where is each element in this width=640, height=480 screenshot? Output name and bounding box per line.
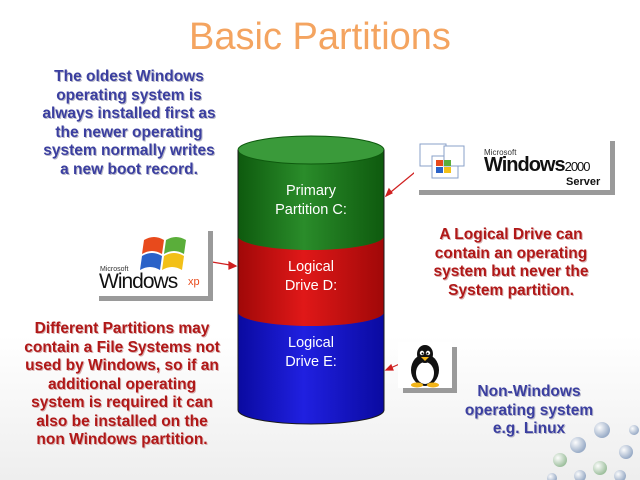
callout-non-windows: Non-Windows operating system e.g. Linux xyxy=(448,383,610,439)
callout-line: e.g. Linux xyxy=(492,420,566,437)
callout-line: system but never the xyxy=(433,263,589,280)
logo-version: xp xyxy=(188,276,200,288)
segment-partition-c xyxy=(238,150,384,250)
logo-big-text: Windows2000 xyxy=(484,154,591,177)
callout-line: also be installed on the xyxy=(36,412,208,430)
callout-line: operating system is xyxy=(56,86,202,104)
windows-2000-server-logo: Microsoft Windows2000 Server xyxy=(414,136,610,190)
label-partition-c: Primary Partition C: xyxy=(238,182,384,220)
label-drive-d: Logical Drive D: xyxy=(238,258,384,296)
label-line: Partition C: xyxy=(275,202,347,218)
label-line: Primary xyxy=(286,183,336,199)
callout-line: a new boot record. xyxy=(60,160,198,178)
decorative-bubbles xyxy=(547,422,639,480)
callout-line: operating system xyxy=(464,401,594,419)
segment-drive-d xyxy=(238,236,384,326)
callout-line: used by Windows, so if an xyxy=(25,357,219,374)
windows-xp-flag-icon xyxy=(140,237,186,270)
callout-line: Non-Windows xyxy=(477,383,581,400)
callout-line: system normally writes xyxy=(43,142,215,159)
logo-version: 2000 xyxy=(564,159,591,174)
callout-line: always installed first as xyxy=(42,105,216,122)
label-line: Drive E: xyxy=(285,354,337,370)
callout-line: the newer operating xyxy=(55,123,203,141)
callout-line: A Logical Drive can xyxy=(439,226,583,243)
callout-line: The oldest Windows xyxy=(54,68,204,85)
logo-big-text: Windows xyxy=(99,270,178,293)
callout-logical-drive: A Logical Drive can contain an operating… xyxy=(402,226,620,300)
logo-edition: Server xyxy=(566,176,601,188)
label-line: Drive D: xyxy=(284,278,338,294)
callout-line: non Windows partition. xyxy=(36,431,208,448)
logo-windows: Windows xyxy=(484,154,566,176)
callout-oldest-windows: The oldest Windows operating system is a… xyxy=(14,68,244,179)
callout-different-partitions: Different Partitions may contain a File … xyxy=(4,320,240,450)
segment-drive-e xyxy=(238,312,384,424)
logo-small-text: Microsoft xyxy=(484,148,517,157)
tux-penguin-icon xyxy=(411,345,439,388)
logo-small-text: Microsoft xyxy=(100,266,129,273)
callout-line: additional operating xyxy=(47,375,197,393)
label-drive-e: Logical Drive E: xyxy=(238,334,384,372)
callout-line: contain a File Systems not xyxy=(24,338,220,356)
callout-line: contain an operating xyxy=(434,244,588,262)
linux-tux-logo xyxy=(398,342,452,388)
callout-line: system is required it can xyxy=(31,394,213,411)
windows-xp-logo: Microsoft Windows xp xyxy=(94,226,208,296)
label-line: Logical xyxy=(288,335,334,351)
callout-line: System partition. xyxy=(448,281,574,299)
label-line: Logical xyxy=(288,259,334,275)
slide-title: Basic Partitions xyxy=(189,16,451,58)
callout-line: Different Partitions may xyxy=(34,320,210,337)
windows-2000-icon xyxy=(419,143,465,179)
partition-cylinder xyxy=(237,135,385,425)
